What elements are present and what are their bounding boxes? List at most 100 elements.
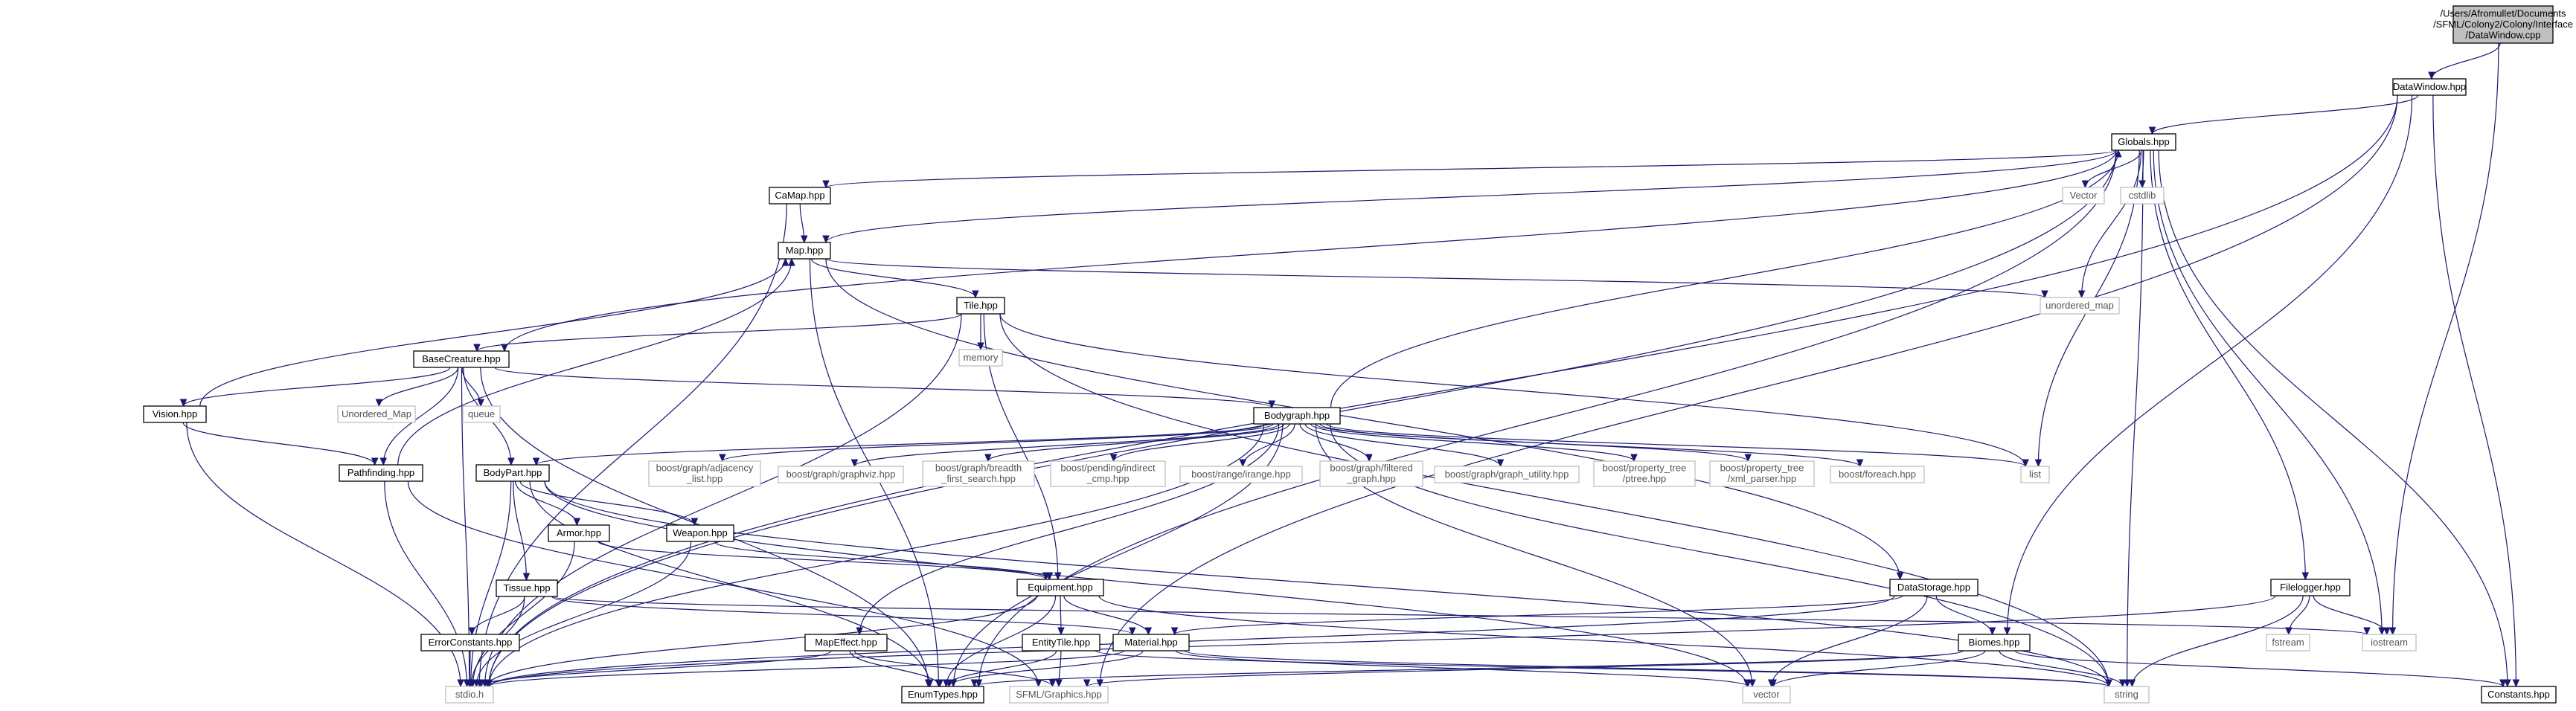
node-label: boost/property_tree xyxy=(1720,463,1804,474)
node-basecreature[interactable]: BaseCreature.hpp xyxy=(413,350,510,368)
node-box xyxy=(413,350,510,368)
arrowhead xyxy=(477,399,484,408)
node-box xyxy=(339,464,423,482)
arrowhead xyxy=(1057,627,1065,636)
node-box xyxy=(1593,460,1696,487)
node-bodygraph[interactable]: Bodygraph.hpp xyxy=(1253,407,1341,425)
arrowhead xyxy=(2512,679,2520,688)
edge-armor-to-equipment xyxy=(597,541,1047,580)
node-box xyxy=(2111,133,2176,151)
node-tile[interactable]: Tile.hpp xyxy=(956,297,1005,315)
arrowhead xyxy=(468,627,476,636)
arrowhead xyxy=(2041,290,2048,299)
arrowhead xyxy=(1239,459,1247,468)
edge-bodygraph-to-graphutil xyxy=(1304,423,1502,467)
edge-datawindow-to-sfmlgraphics xyxy=(1099,94,2398,687)
node-box xyxy=(778,466,904,483)
arrowhead xyxy=(1055,679,1063,688)
node-vector-cap: Vector xyxy=(2062,187,2105,205)
node-errorconstants[interactable]: ErrorConstants.hpp xyxy=(420,634,520,652)
node-label: boost/pending/indirect xyxy=(1060,463,1156,474)
node-box xyxy=(1434,466,1580,483)
node-irange: boost/range/irange.hpp xyxy=(1179,466,1303,483)
arrowhead xyxy=(970,679,978,688)
arrowhead xyxy=(2128,679,2136,688)
arrowhead xyxy=(822,180,830,189)
node-constants[interactable]: Constants.hpp xyxy=(2481,686,2557,704)
edge-camap-to-stdio xyxy=(478,203,787,687)
node-string: string xyxy=(2104,686,2150,704)
edge-datawindow-to-constants xyxy=(2432,94,2516,687)
node-tissue[interactable]: Tissue.hpp xyxy=(496,579,558,597)
node-box xyxy=(778,242,831,260)
node-box xyxy=(1112,634,1190,652)
node-label: Biomes.hpp xyxy=(1969,637,2020,648)
node-root[interactable]: /Users/Afromullet/Documents/SFML/Colony2… xyxy=(2433,5,2573,44)
edge-mapeffect-to-stdio xyxy=(480,650,832,687)
edge-tissue-to-material xyxy=(551,596,1133,635)
edge-bodygraph-to-mapeffect xyxy=(859,423,1280,635)
arrowhead xyxy=(2504,679,2511,688)
node-box xyxy=(1709,460,1815,487)
arrowhead xyxy=(1034,679,1042,688)
arrowhead xyxy=(522,573,531,582)
edge-datawindow-to-biomes xyxy=(2006,94,2413,635)
edge-map-to-tile xyxy=(810,258,976,298)
arrowhead xyxy=(2378,627,2386,636)
node-box xyxy=(420,634,520,652)
node-label: Filelogger.hpp xyxy=(2280,582,2341,593)
node-biomes[interactable]: Biomes.hpp xyxy=(1958,634,2031,652)
node-bodypart[interactable]: BodyPart.hpp xyxy=(475,464,550,482)
node-label: cstdlib xyxy=(2129,190,2156,201)
node-equipment[interactable]: Equipment.hpp xyxy=(1016,579,1104,596)
arrowhead xyxy=(2383,627,2391,636)
node-mapeffect[interactable]: MapEffect.hpp xyxy=(804,634,888,652)
arrowhead xyxy=(466,679,473,688)
node-entitytile[interactable]: EntityTile.hpp xyxy=(1022,634,1100,652)
edge-basecreature-to-vision xyxy=(182,367,451,407)
node-vision[interactable]: Vision.hpp xyxy=(143,405,207,423)
node-filelogger[interactable]: Filelogger.hpp xyxy=(2270,579,2351,596)
arrowhead xyxy=(984,454,992,463)
node-iostream: iostream xyxy=(2362,634,2417,652)
node-datawindow[interactable]: DataWindow.hpp xyxy=(2392,78,2467,96)
node-weapon[interactable]: Weapon.hpp xyxy=(666,524,734,542)
arrowhead xyxy=(1365,454,1373,463)
arrowhead xyxy=(379,457,388,466)
node-label: Equipment.hpp xyxy=(1028,582,1092,593)
edge-equipment-to-stdio xyxy=(487,595,1037,687)
node-map[interactable]: Map.hpp xyxy=(778,242,831,260)
edge-root-to-iostream xyxy=(2391,42,2499,635)
edge-map-to-datastorage xyxy=(825,258,1901,580)
node-box xyxy=(548,524,610,542)
arrowhead xyxy=(1045,572,1054,581)
arrowhead xyxy=(507,457,515,466)
node-label: stdio.h xyxy=(455,689,484,700)
node-datastorage[interactable]: DataStorage.hpp xyxy=(1889,579,1979,596)
node-material[interactable]: Material.hpp xyxy=(1112,634,1190,652)
edge-basecreature-to-pathfinding xyxy=(382,367,459,466)
node-box xyxy=(143,405,207,423)
node-enumtypes[interactable]: EnumTypes.hpp xyxy=(901,686,984,704)
node-label: Tissue.hpp xyxy=(503,582,550,593)
edge-basecreature-to-unordered_Map xyxy=(378,367,459,407)
node-label: boost/property_tree xyxy=(1603,463,1687,474)
node-armor[interactable]: Armor.hpp xyxy=(548,524,610,542)
node-box xyxy=(2040,297,2120,315)
node-label: boost/graph/filtered xyxy=(1330,463,1412,474)
node-list: list xyxy=(2020,466,2050,483)
node-adjacency: boost/graph/adjacency_list.hpp xyxy=(648,460,761,487)
arrowhead xyxy=(2034,459,2042,468)
node-label: _cmp.hpp xyxy=(1086,473,1129,484)
node-box xyxy=(958,349,1003,367)
node-camap[interactable]: CaMap.hpp xyxy=(769,187,831,205)
node-box xyxy=(496,579,558,597)
node-pathfinding[interactable]: Pathfinding.hpp xyxy=(339,464,423,482)
edge-filelogger-to-stdio xyxy=(488,595,2276,687)
node-globals[interactable]: Globals.hpp xyxy=(2111,133,2176,151)
node-memory: memory xyxy=(958,349,1003,367)
edge-globals-to-filelogger xyxy=(2150,149,2306,580)
node-label: Weapon.hpp xyxy=(673,527,728,538)
node-box xyxy=(956,297,1005,315)
arrowhead xyxy=(822,235,830,244)
